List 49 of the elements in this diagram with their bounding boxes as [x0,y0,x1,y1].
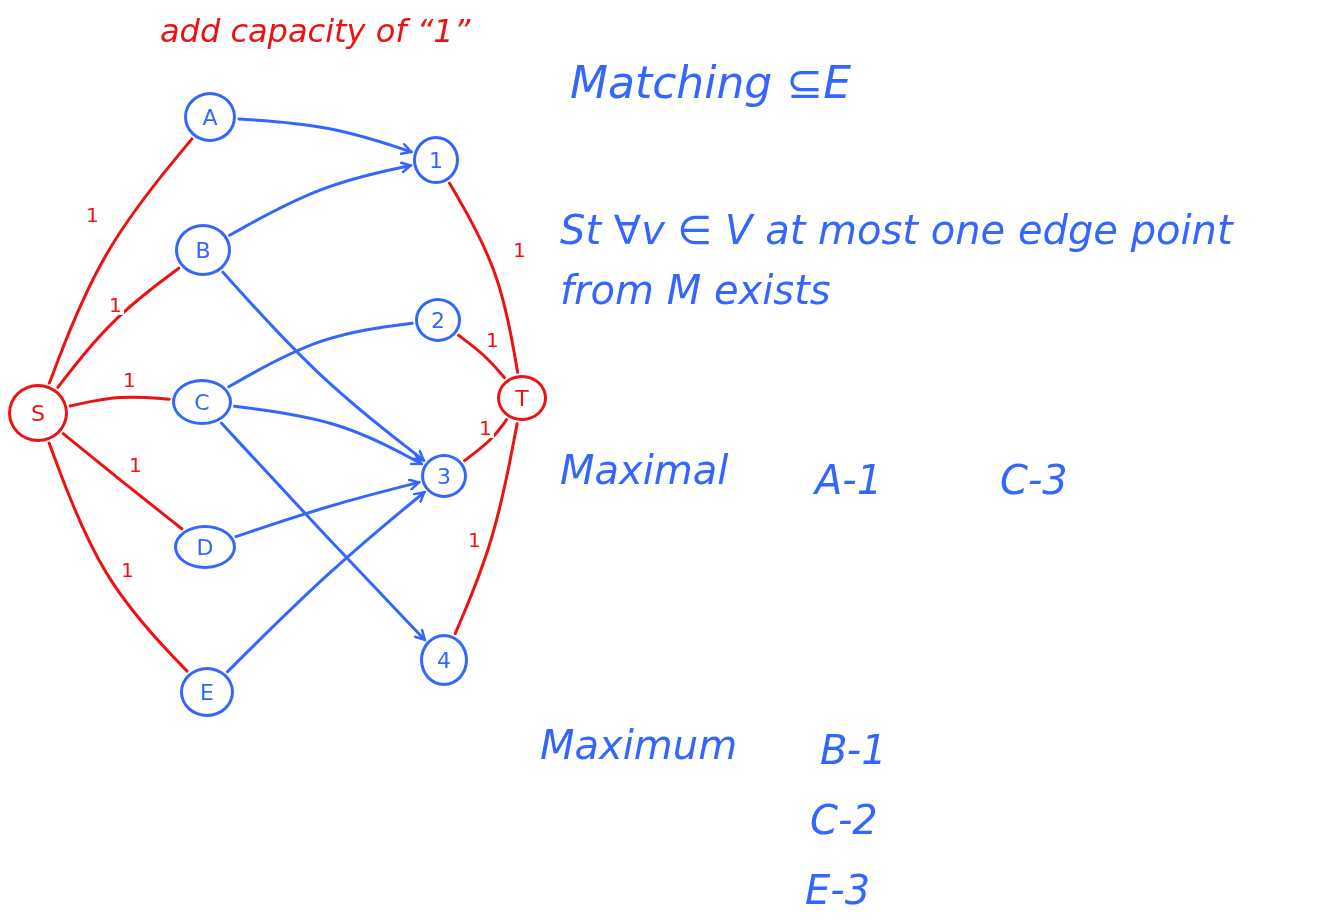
node-circle [497,375,547,421]
edge-line [47,441,189,673]
node-circle [180,667,234,717]
edge-line [47,137,194,385]
edge-line [447,181,520,374]
title: add capacity of “1” [160,12,471,50]
node-label: 2 [431,307,445,333]
node-label: A [202,104,218,130]
node-label: 3 [437,463,451,489]
note-text: A-1 [815,456,883,505]
node-label: C [194,389,210,415]
note-text: B-1 [820,726,887,775]
note-text: Matching ⊆E [570,56,851,110]
node-label: E [200,679,214,705]
node-circle [8,384,68,442]
arrow [233,404,423,466]
definition-note: St ∀v ∈ V at most one edge point from M exists [560,206,1235,315]
node-circle [184,92,236,142]
node-circle [175,224,231,276]
node-circle [413,136,459,184]
arrow [228,161,413,237]
node-circle [172,379,232,425]
edge-line [453,422,519,636]
node-label: T [515,385,529,411]
note-text: C-3 [1000,456,1068,505]
edge-line [463,418,508,463]
edge-line [61,432,184,531]
node-label: S [31,400,45,426]
node-label: D [196,534,214,560]
note-text: E-3 [805,866,871,915]
node-circle [174,525,236,569]
edge-line [68,395,171,408]
note-text: Maximum [540,721,738,770]
node-label: B [195,237,211,263]
edge-line [457,333,506,380]
note-text: C-2 [810,796,878,845]
arrow [226,490,426,674]
arrow [221,270,426,462]
node-circle [421,454,467,498]
arrow [219,421,427,642]
node-circle [420,634,468,686]
node-label: 1 [429,147,443,173]
node-circle [415,298,461,342]
arrow [234,478,421,539]
note-text: Maximal [560,446,729,495]
node-label: 4 [437,647,451,673]
edge-line [227,321,414,389]
arrow [237,117,413,155]
edge-line [56,266,181,389]
